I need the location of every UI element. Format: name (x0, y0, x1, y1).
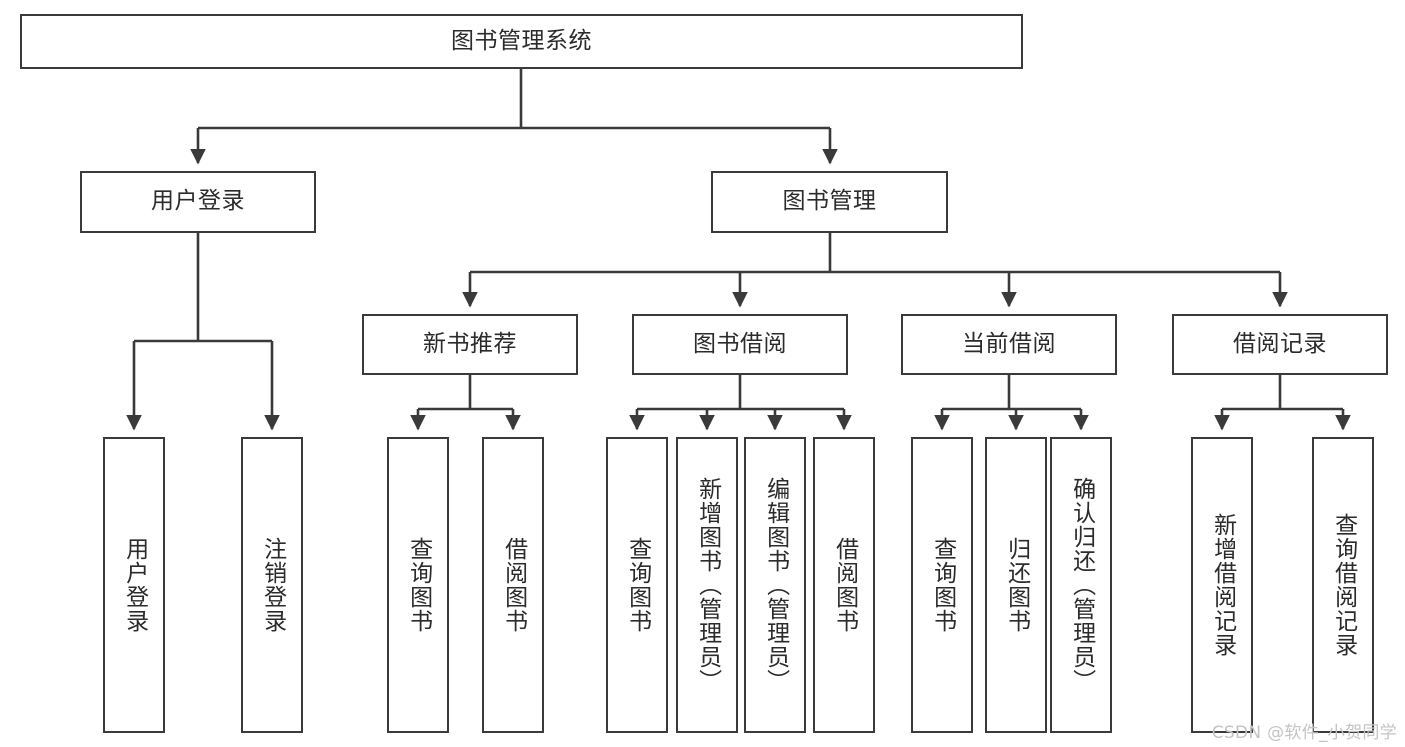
node-leaf-edit-book-admin[interactable]: 编辑图书（管理员） (744, 437, 806, 733)
node-leaf-borrow-books[interactable]: 借阅图书 (813, 437, 875, 733)
node-label: 编辑图书（管理员） (762, 477, 789, 693)
node-label: 归还图书 (1003, 537, 1030, 633)
node-label: 新增借阅记录 (1209, 513, 1236, 657)
node-label: 确认归还（管理员） (1068, 477, 1095, 693)
node-label: 当前借阅 (962, 330, 1056, 357)
node-label: 新增图书（管理员） (694, 477, 721, 693)
node-label: 新书推荐 (423, 330, 517, 357)
node-borrow-records[interactable]: 借阅记录 (1172, 314, 1388, 375)
node-label: 图书管理系统 (451, 27, 592, 54)
node-new-book-recommend[interactable]: 新书推荐 (362, 314, 578, 375)
node-leaf-borrow-books-recommend[interactable]: 借阅图书 (482, 437, 544, 733)
node-label: 查询图书 (624, 537, 651, 633)
node-label: 借阅图书 (500, 537, 527, 633)
node-leaf-query-books-recommend[interactable]: 查询图书 (387, 437, 449, 733)
node-label: 图书管理 (782, 188, 877, 215)
node-leaf-add-book-admin[interactable]: 新增图书（管理员） (676, 437, 738, 733)
node-book-management[interactable]: 图书管理 (711, 171, 948, 233)
node-leaf-confirm-return-admin[interactable]: 确认归还（管理员） (1050, 437, 1112, 733)
node-label: 查询借阅记录 (1330, 513, 1357, 657)
node-label: 用户登录 (121, 537, 148, 633)
node-leaf-return-books[interactable]: 归还图书 (985, 437, 1047, 733)
node-leaf-logout[interactable]: 注销登录 (241, 437, 303, 733)
node-leaf-query-books-current[interactable]: 查询图书 (911, 437, 973, 733)
node-leaf-user-login[interactable]: 用户登录 (103, 437, 165, 733)
node-label: 查询图书 (405, 537, 432, 633)
node-root-system[interactable]: 图书管理系统 (20, 14, 1023, 69)
node-label: 借阅图书 (831, 537, 858, 633)
node-leaf-add-borrow-record[interactable]: 新增借阅记录 (1191, 437, 1253, 733)
node-book-borrow[interactable]: 图书借阅 (632, 314, 848, 375)
node-label: 图书借阅 (693, 330, 787, 357)
node-user-login[interactable]: 用户登录 (80, 171, 316, 233)
node-label: 用户登录 (151, 188, 245, 215)
node-leaf-query-borrow-record[interactable]: 查询借阅记录 (1312, 437, 1374, 733)
node-label: 查询图书 (929, 537, 956, 633)
node-label: 注销登录 (259, 537, 286, 633)
csdn-watermark: CSDN @软件_小贺同学 (1211, 723, 1397, 743)
node-leaf-query-books-borrow[interactable]: 查询图书 (606, 437, 668, 733)
node-label: 借阅记录 (1233, 330, 1327, 357)
node-current-borrow[interactable]: 当前借阅 (901, 314, 1117, 375)
